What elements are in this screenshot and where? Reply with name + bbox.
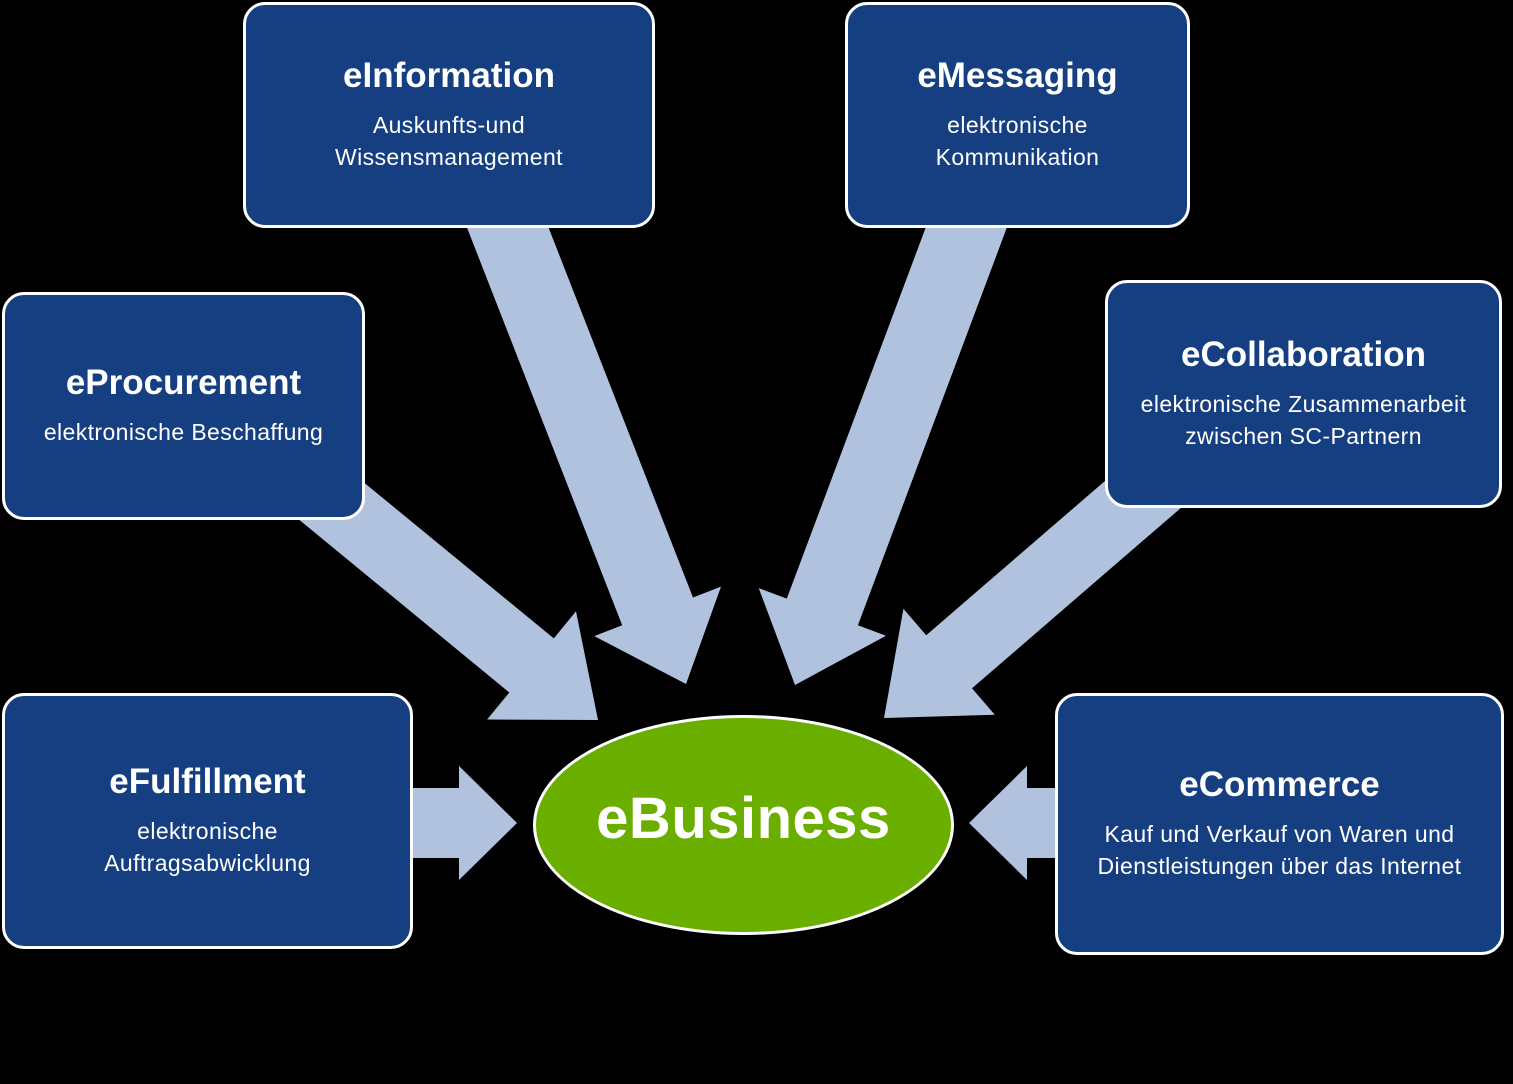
efulfillment-description: elektronische Auftragsabwicklung [104,816,311,879]
emessaging-box: eMessaging elektronische Kommunikation [845,2,1190,228]
emessaging-desc-line: elektronische [947,112,1088,139]
ecollaboration-desc-line: zwischen SC-Partnern [1185,423,1422,450]
einformation-desc-line: Auskunfts-und [372,112,526,139]
eprocurement-title: eProcurement [65,363,302,402]
arrow-einformation-to-ebusiness [461,186,721,684]
eprocurement-description: elektronische Beschaffung [44,417,323,449]
ebusiness-ellipse: eBusiness [533,715,954,935]
emessaging-description: elektronische Kommunikation [936,110,1100,173]
efulfillment-box: eFulfillment elektronische Auftragsabwic… [2,693,413,949]
einformation-title: eInformation [343,56,555,96]
ecollaboration-title: eCollaboration [1180,335,1427,375]
ebusiness-label: eBusiness [596,785,891,851]
arrow-group [295,186,1185,880]
einformation-box: eInformation Auskunfts-und Wissensmanage… [243,2,655,228]
emessaging-title: eMessaging [917,56,1118,96]
arrow-ecommerce-to-ebusiness [969,766,1060,880]
efulfillment-desc-line: Auftragsabwicklung [104,850,311,877]
arrow-efulfillment-to-ebusiness [410,766,517,880]
emessaging-desc-line: Kommunikation [935,144,1100,171]
ecommerce-title: eCommerce [1179,765,1380,805]
arrow-eprocurement-to-ebusiness [295,463,598,720]
ecommerce-desc-line: Dienstleistungen über das Internet [1097,853,1462,880]
ecommerce-box: eCommerce Kauf und Verkauf von Waren und… [1055,693,1504,955]
einformation-description: Auskunfts-und Wissensmanagement [335,110,563,173]
efulfillment-desc-line: elektronische [137,818,278,845]
eprocurement-box: eProcurement elektronische Beschaffung [2,292,365,520]
ecollaboration-box: eCollaboration elektronische Zusammenarb… [1105,280,1502,508]
arrow-ecollaboration-to-ebusiness [884,451,1185,718]
efulfillment-title: eFulfillment [109,762,306,802]
ecollaboration-desc-line: elektronische Zusammenarbeit [1140,391,1467,418]
eprocurement-desc-line: elektronische Beschaffung [43,419,324,446]
arrow-emessaging-to-ebusiness [758,201,1007,685]
ecommerce-description: Kauf und Verkauf von Waren und Dienstlei… [1098,819,1462,882]
einformation-desc-line: Wissensmanagement [335,144,563,171]
ecommerce-desc-line: Kauf und Verkauf von Waren und [1104,821,1455,848]
ecollaboration-description: elektronische Zusammenarbeit zwischen SC… [1141,389,1467,452]
